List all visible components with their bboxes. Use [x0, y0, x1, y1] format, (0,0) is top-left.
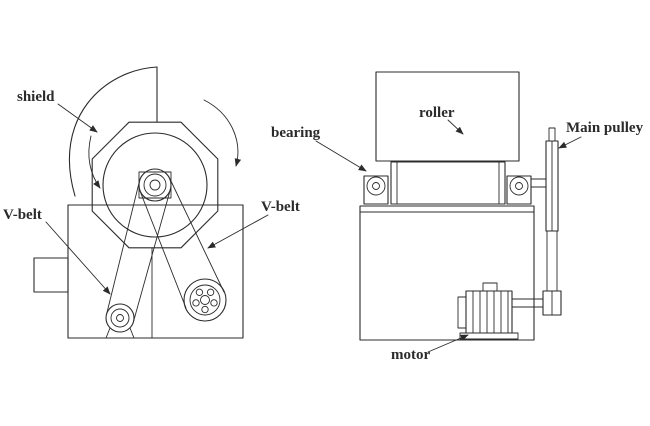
motor-pulley-outer: [105, 303, 135, 333]
driven-pulley-rim: [189, 284, 221, 316]
main-pulley-label: Main pulley: [566, 120, 644, 136]
pulley-hole: [195, 288, 204, 296]
roller-label: roller: [419, 105, 455, 121]
v-belt-line: [139, 190, 187, 309]
v-belt-right-leader: [207, 214, 269, 249]
drum-rotation-arrow-icon: [203, 99, 242, 167]
pulley-hole: [206, 288, 215, 296]
v-belt-line: [169, 178, 225, 293]
bearing-left-disc: [366, 176, 386, 196]
shield-label: shield: [17, 89, 55, 105]
drum-octagon: [91, 121, 219, 249]
bearing-label: bearing: [271, 125, 321, 141]
drum-hub-outer: [138, 168, 172, 202]
motor-pulley-mid: [110, 308, 130, 328]
side-view: [33, 66, 244, 339]
motor-leader: [427, 334, 469, 353]
motor-label: motor: [391, 347, 430, 363]
v-belt-line: [133, 188, 171, 322]
motor-endcap: [457, 296, 467, 329]
driven-pulley-outer: [183, 278, 227, 322]
roller-body: [390, 161, 506, 205]
motor-pulley-mount: [129, 327, 135, 339]
motor-base-plate: [459, 332, 519, 340]
pulley-hole: [192, 299, 200, 307]
discharge-chute: [33, 257, 69, 293]
bearing-right-center: [515, 182, 523, 190]
bearing-right-block: [506, 175, 532, 205]
shield-outline: [69, 66, 158, 197]
motor-shaft: [511, 298, 544, 308]
drum-housing: [375, 71, 520, 162]
driven-pulley-hub: [200, 295, 210, 305]
labels: shield V-belt V-belt bearing roller Main…: [3, 89, 644, 363]
drum-face: [102, 132, 208, 238]
base-frame: [359, 205, 535, 341]
drum-shaft: [149, 179, 161, 191]
v-belt-left-leader: [45, 221, 111, 295]
front-view: [359, 71, 562, 341]
v-belt-right-label: V-belt: [261, 199, 300, 215]
v-belt-line: [106, 180, 140, 315]
roller-shaft-stub: [530, 178, 547, 188]
main-pulley-leader: [558, 136, 582, 149]
bearing-left-block: [363, 175, 389, 205]
bearing-right-disc: [509, 176, 529, 196]
v-belt-left-label: V-belt: [3, 207, 42, 223]
motor-pulley-mount: [105, 327, 111, 339]
roller-leader: [447, 119, 464, 135]
pulley-hole: [210, 299, 218, 307]
main-pulley-cap: [548, 127, 556, 142]
pulley-hole: [201, 305, 209, 314]
shield-leader: [57, 103, 98, 133]
bearing-left-center: [372, 182, 380, 190]
shield-rotation-arrow-icon: [88, 135, 101, 189]
bearing-leader: [315, 140, 367, 172]
motor-terminal-box: [482, 282, 498, 292]
motor-pulley-hub: [116, 314, 124, 322]
drum-hub-mid: [143, 173, 167, 197]
